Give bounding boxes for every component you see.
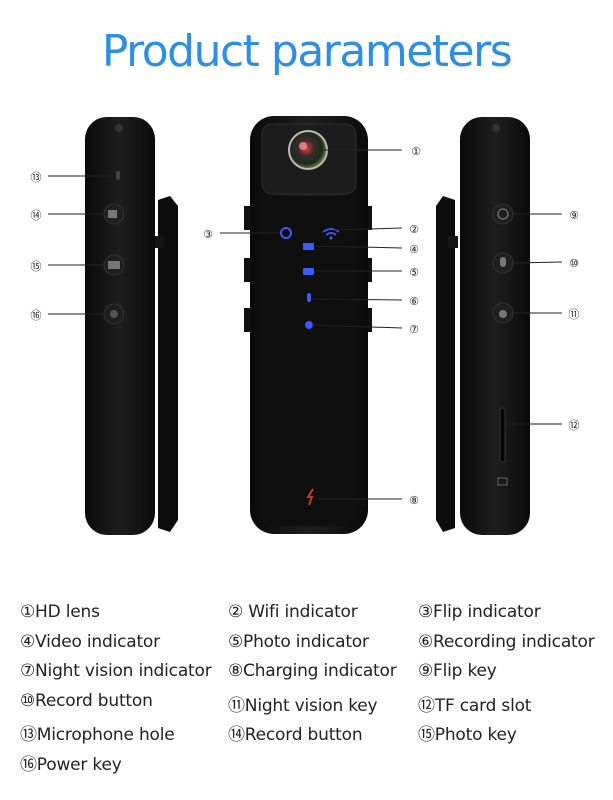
camera-icon — [108, 261, 120, 269]
callout-13: ⑬ — [31, 171, 42, 184]
left-side-view — [85, 117, 178, 535]
legend-item-11: ⑪Night vision key — [228, 696, 378, 716]
front-view — [244, 116, 372, 534]
legend-item-15: ⑮Photo key — [418, 725, 517, 745]
legend-item-8: ⑧Charging indicator — [228, 661, 397, 681]
legend-item-9: ⑨Flip key — [418, 661, 497, 681]
legend-item-4: ④Video indicator — [20, 632, 160, 652]
parameters-legend: ①HD lens ② Wifi indicator ③Flip indicato… — [0, 598, 613, 778]
callout-12: ⑫ — [569, 419, 580, 432]
page-title: Product parameters — [101, 26, 513, 77]
legend-item-5: ⑤Photo indicator — [228, 632, 369, 652]
flip-indicator-icon — [280, 227, 292, 239]
callout-9: ⑨ — [569, 209, 579, 222]
product-diagram: ① ② ③ ④ ⑤ ⑥ ⑦ ⑧ ⑨ ⑩ ⑪ ⑫ ⑬ ⑭ ⑮ ⑯ — [31, 116, 580, 535]
legend-item-16: ⑯Power key — [20, 755, 122, 775]
back-clip-right — [436, 196, 455, 532]
legend-item-13: ⑬Microphone hole — [20, 725, 175, 745]
microphone-hole — [116, 171, 120, 180]
back-clip-left — [158, 196, 178, 532]
legend-item-10: ⑩Record button — [20, 691, 153, 711]
callout-11: ⑪ — [569, 308, 580, 321]
callout-15: ⑮ — [31, 260, 42, 273]
legend-item-3: ③Flip indicator — [418, 602, 541, 622]
callout-14: ⑭ — [31, 209, 42, 222]
flip-key-side — [492, 203, 514, 225]
photo-indicator-icon — [303, 268, 314, 275]
recording-indicator-icon — [307, 293, 311, 302]
night-vision-icon — [499, 310, 507, 318]
screw-icon — [492, 124, 500, 132]
wifi-indicator-icon — [322, 228, 340, 236]
right-side-view — [436, 117, 530, 535]
legend-item-2: ② Wifi indicator — [228, 602, 358, 622]
callout-6: ⑥ — [409, 295, 419, 308]
legend-item-7: ⑦Night vision indicator — [20, 661, 212, 681]
night-vision-indicator-icon — [305, 321, 313, 329]
tf-card-slot — [499, 407, 506, 463]
callout-16: ⑯ — [31, 309, 42, 322]
legend-item-6: ⑥Recording indicator — [418, 632, 595, 652]
callout-8: ⑧ — [409, 494, 419, 507]
power-icon — [110, 310, 118, 318]
video-indicator-icon — [303, 243, 314, 250]
callout-7: ⑦ — [409, 323, 419, 336]
callout-lines — [48, 149, 563, 500]
microphone-icon — [500, 257, 506, 267]
callout-10: ⑩ — [569, 257, 579, 270]
charging-indicator-icon — [306, 488, 314, 506]
callout-3: ③ — [203, 228, 213, 241]
callout-2: ② — [409, 223, 419, 236]
callout-5: ⑤ — [409, 266, 419, 279]
video-camera-icon — [108, 210, 117, 218]
legend-item-12: ⑫TF card slot — [418, 696, 532, 716]
legend-item-14: ⑭Record button — [228, 725, 363, 745]
callout-1: ① — [411, 145, 421, 158]
screw-icon — [115, 124, 123, 132]
flip-icon — [497, 208, 509, 220]
left-device-body — [85, 117, 155, 535]
callout-4: ④ — [409, 243, 419, 256]
legend-item-1: ①HD lens — [20, 602, 100, 622]
tf-card-icon — [497, 477, 508, 486]
right-device-body — [460, 117, 530, 535]
